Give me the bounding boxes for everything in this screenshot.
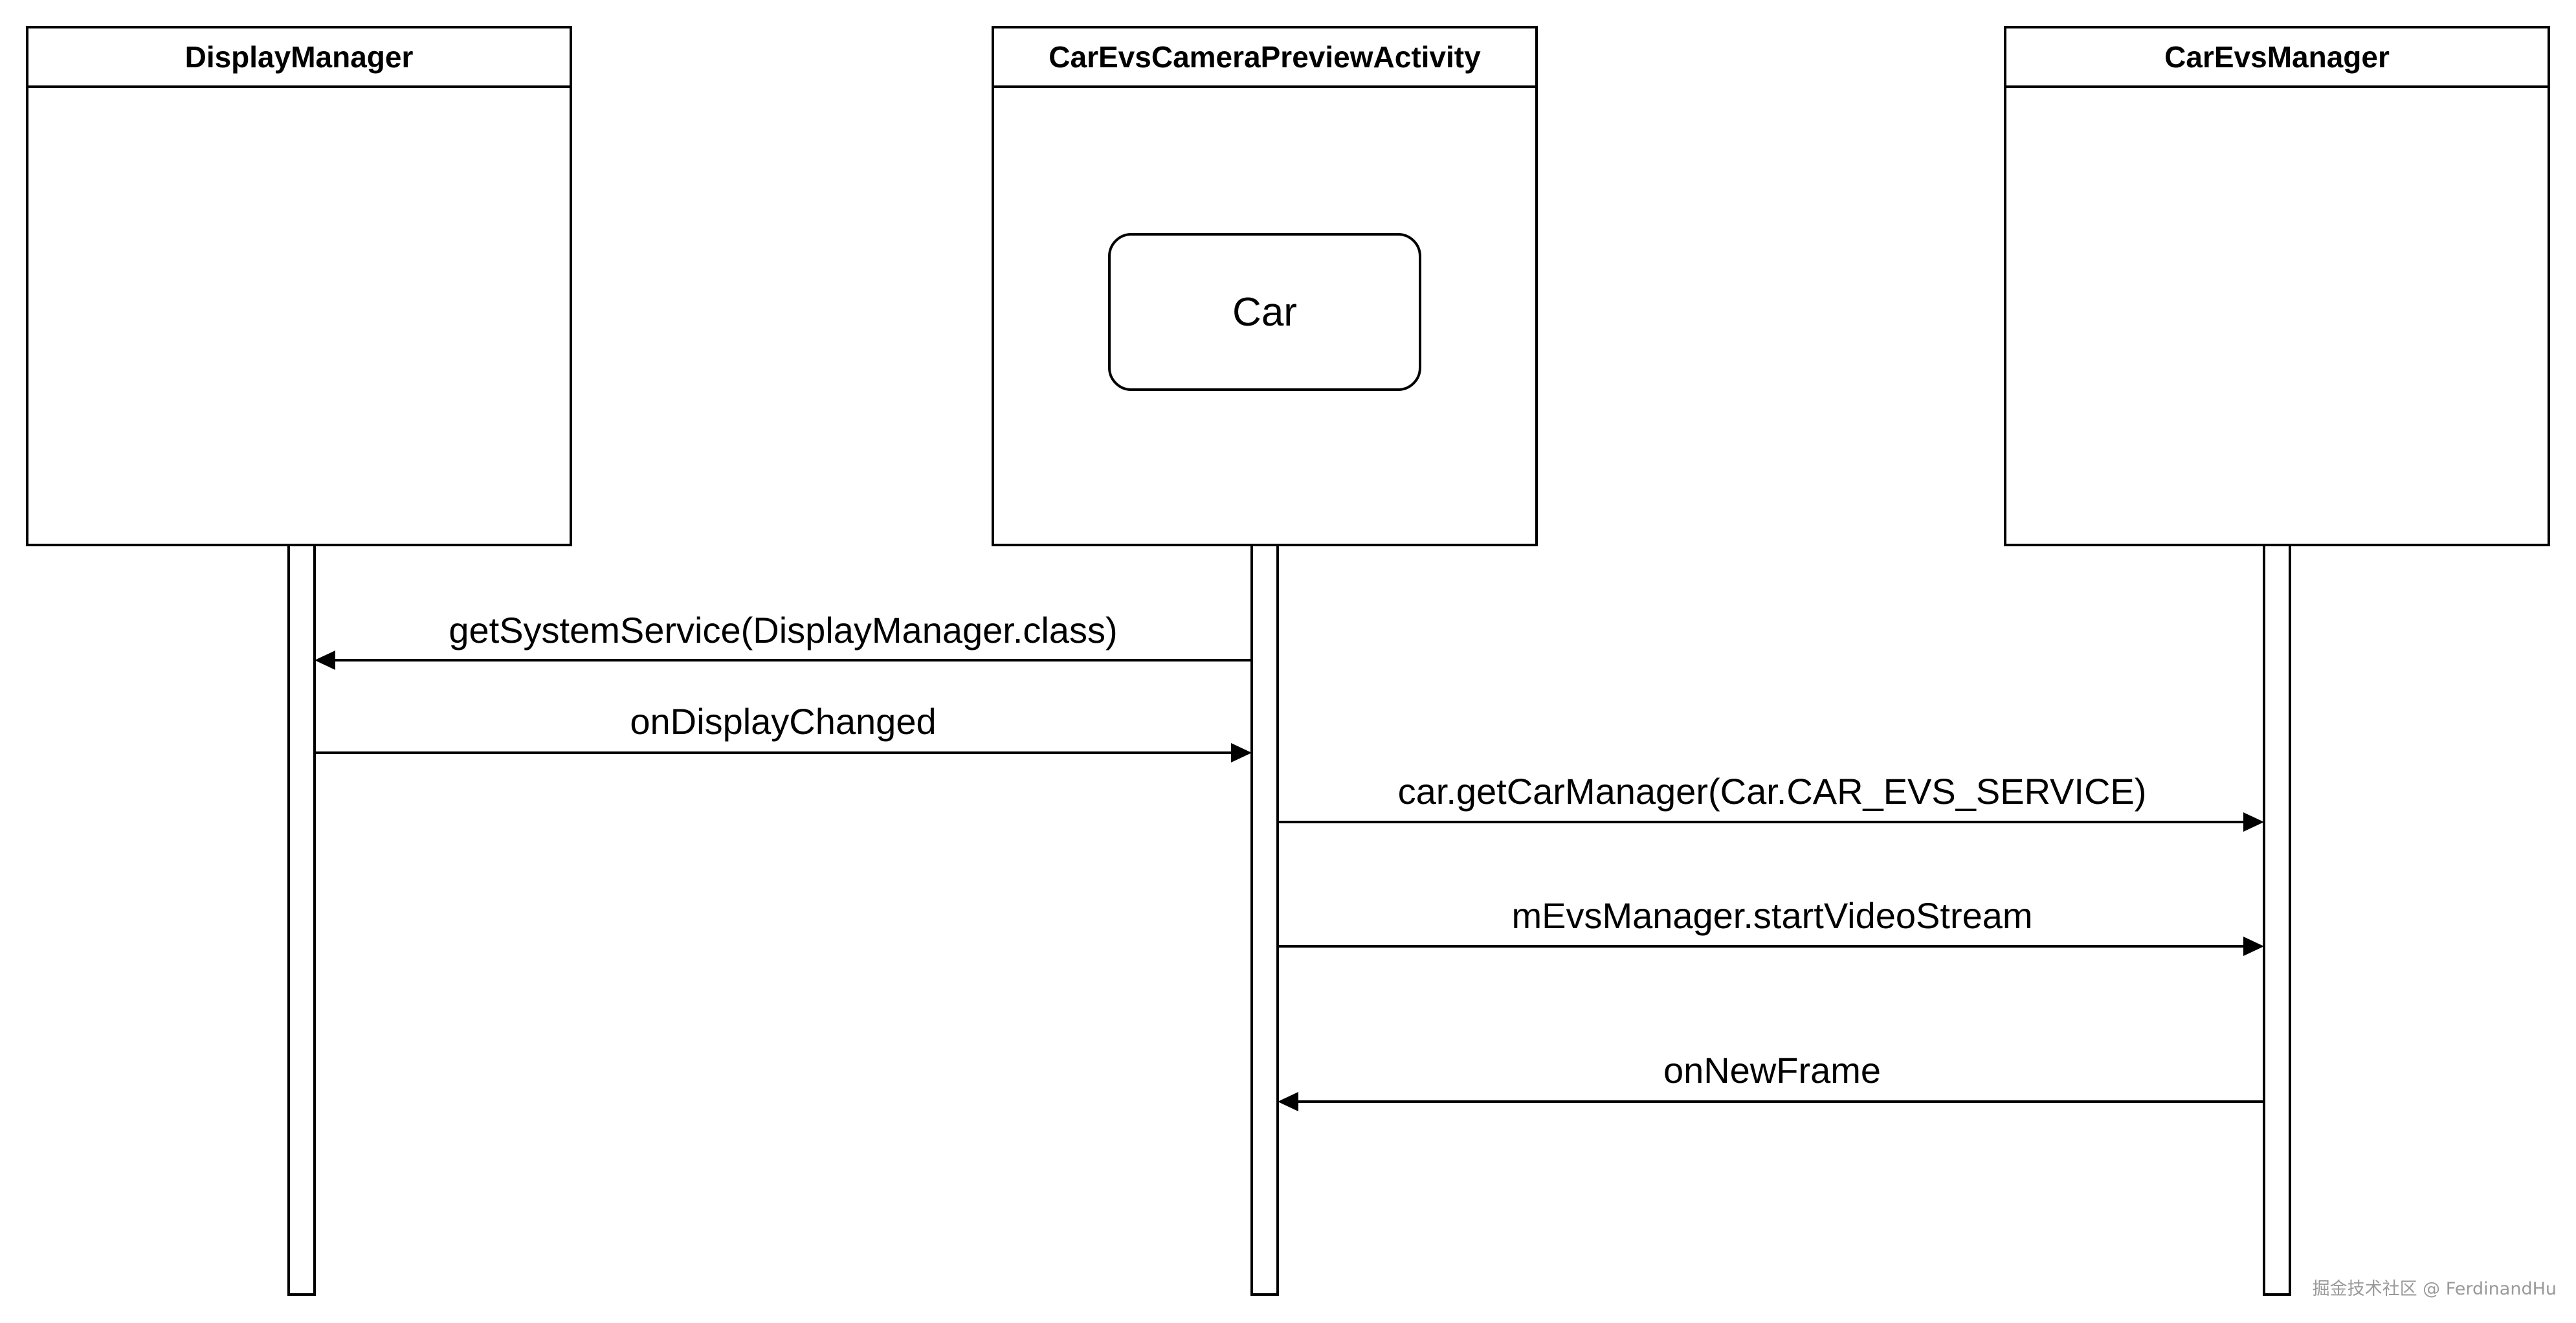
participant-title: CarEvsCameraPreviewActivity [1049,40,1481,74]
car-inner-label: Car [1232,290,1297,335]
arrowhead-right-icon [2243,937,2264,956]
arrowhead-left-icon [315,650,335,670]
participant-box [26,26,572,546]
car-inner-box[interactable]: Car [1108,233,1421,391]
participant-title: DisplayManager [185,40,414,74]
arrowhead-right-icon [1231,743,1252,762]
lifeline-car-evs-manager [2263,544,2291,1296]
message-on-display-changed[interactable]: onDisplayChanged [315,701,1252,762]
watermark: 掘金技术社区 @ FerdinandHu [2312,1279,2557,1299]
car-inner-rect [1108,233,1421,391]
message-label: onDisplayChanged [630,701,936,742]
message-label: getSystemService(DisplayManager.class) [449,610,1117,650]
arrowhead-left-icon [1278,1092,1298,1111]
message-get-car-manager[interactable]: car.getCarManager(Car.CAR_EVS_SERVICE) [1278,771,2264,832]
message-get-system-service[interactable]: getSystemService(DisplayManager.class) [315,610,1252,670]
message-label: mEvsManager.startVideoStream [1511,895,2032,936]
lifeline-car-evs-camera-preview-activity [1250,544,1279,1296]
message-start-video-stream[interactable]: mEvsManager.startVideoStream [1278,895,2264,956]
message-label: car.getCarManager(Car.CAR_EVS_SERVICE) [1398,771,2147,812]
message-label: onNewFrame [1663,1050,1881,1091]
participant-car-evs-camera-preview-activity[interactable]: CarEvsCameraPreviewActivity Car [992,26,1538,546]
participant-box [2004,26,2550,546]
message-on-new-frame[interactable]: onNewFrame [1278,1050,2264,1111]
participant-car-evs-manager[interactable]: CarEvsManager [2004,26,2550,546]
participant-display-manager[interactable]: DisplayManager [26,26,572,546]
arrowhead-right-icon [2243,812,2264,832]
lifeline-display-manager [287,544,316,1296]
participant-title: CarEvsManager [2164,40,2390,74]
